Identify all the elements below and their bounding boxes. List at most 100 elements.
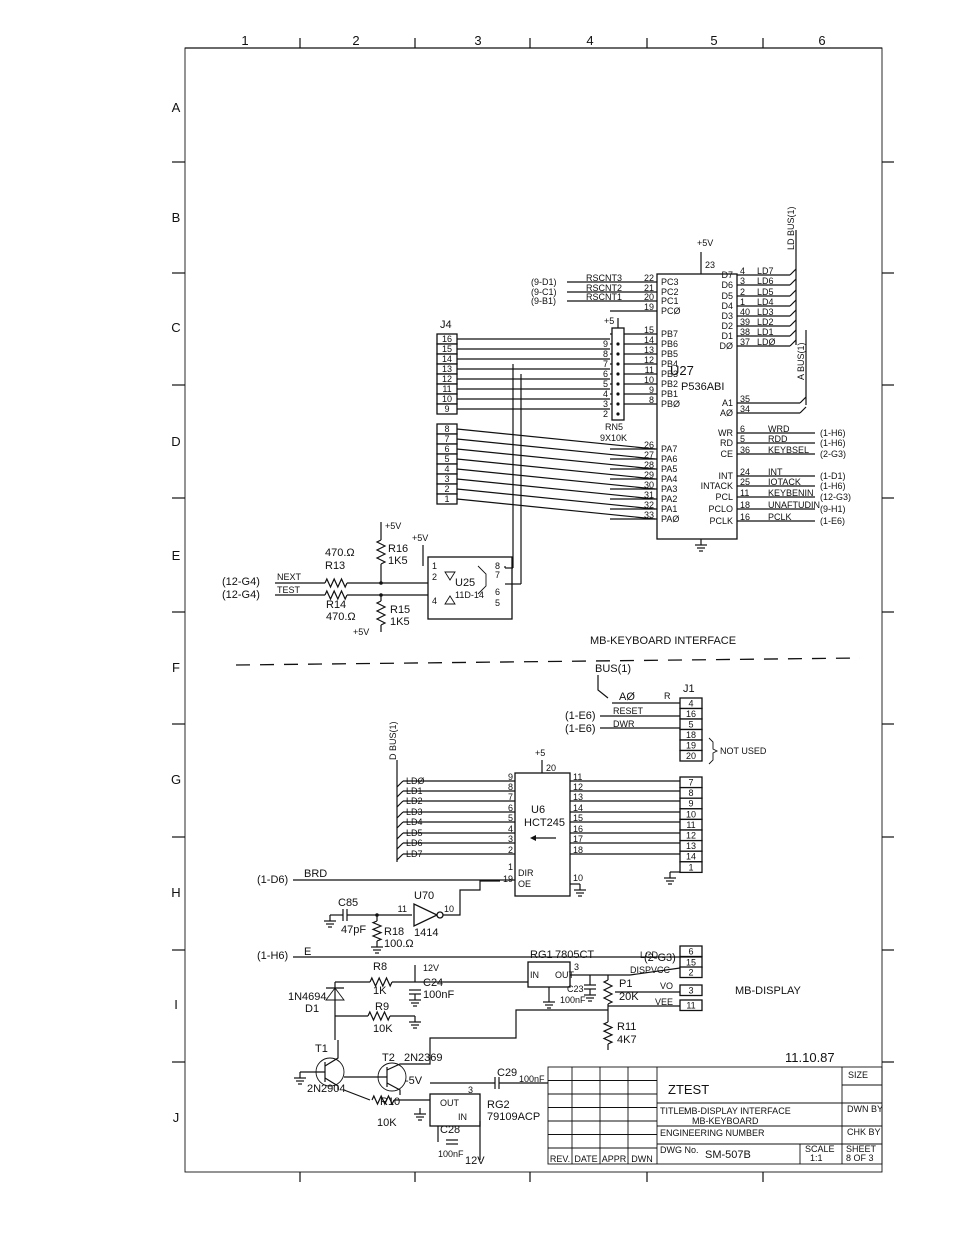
rg1-in-label: IN xyxy=(530,970,539,980)
u25-part: 11D-14 xyxy=(455,590,484,600)
j4-pin-number: 11 xyxy=(442,384,451,394)
row-marker-B: B xyxy=(172,210,181,225)
u27-pin-name: PA5 xyxy=(661,464,677,474)
r15-resistor xyxy=(375,600,387,626)
sheet-border xyxy=(184,47,883,1173)
e-signal-label: E xyxy=(304,946,311,958)
u27-pin-name: PC3 xyxy=(661,277,679,287)
c85-value: 47pF xyxy=(341,924,366,936)
j1-pin-number: 7 xyxy=(688,778,693,788)
row-marker-H: H xyxy=(171,885,180,900)
u27-pin-number: 15 xyxy=(644,325,654,335)
ld-signal-label: LDØ xyxy=(757,337,776,347)
bus-entry xyxy=(396,842,404,850)
a0-signal-label: AØ xyxy=(619,691,635,703)
p1-ref: P1 xyxy=(619,978,632,990)
rn5-ref: RN5 xyxy=(605,422,623,432)
u6-part: HCT245 xyxy=(524,817,565,829)
sheet-reference: (1-H6) xyxy=(257,950,288,962)
u27-pin-name: D4 xyxy=(721,301,733,311)
j4-pin-number: 6 xyxy=(444,444,449,454)
title-line-1: MB-DISPLAY INTERFACE xyxy=(684,1106,791,1116)
dwn-by-label: DWN BY xyxy=(847,1104,883,1114)
u27-pin-name: PCL xyxy=(715,492,733,502)
ld-signal-label: LD4 xyxy=(757,297,774,307)
u27-pin-name: PA2 xyxy=(661,494,677,504)
display-section-title: MB-DISPLAY xyxy=(735,985,801,997)
u6-pin-number: 10 xyxy=(573,873,583,883)
rn5-pin-number: 2 xyxy=(603,409,608,419)
rev-header: REV. xyxy=(550,1154,570,1164)
u25-pin-number: 5 xyxy=(495,598,500,608)
u70-bubble xyxy=(436,911,444,919)
c24-value: 100nF xyxy=(423,989,454,1001)
row-marker-I: I xyxy=(174,997,178,1012)
u27-pin-name: INTACK xyxy=(701,481,733,491)
u27-pin-name: WR xyxy=(718,428,733,438)
u27-pin-number: 32 xyxy=(644,500,654,510)
rn5-node xyxy=(616,392,620,396)
c85-ref: C85 xyxy=(338,897,358,909)
bus-entry xyxy=(789,339,797,347)
j1-pin-number: 6 xyxy=(688,947,693,957)
u27-pin-number: 16 xyxy=(740,512,750,522)
j1-pin-number: 5 xyxy=(688,720,693,730)
bus-entry xyxy=(789,299,797,307)
dispvcc-signal-label: DISPVCC xyxy=(630,965,671,975)
u70-out-wire xyxy=(443,880,500,916)
u27-pin-name: D2 xyxy=(721,321,733,331)
sheet-reference: (1-E6) xyxy=(565,723,596,735)
c24-ref: C24 xyxy=(423,977,443,989)
row-marker-A: A xyxy=(172,100,181,115)
sheet-reference: (9-D1) xyxy=(531,277,557,287)
u25-pin-number: 7 xyxy=(495,570,500,580)
u6-pin-number: 2 xyxy=(508,845,513,855)
sheet-reference: (1-D6) xyxy=(257,874,288,886)
r16-resistor xyxy=(375,539,387,565)
bus-entry xyxy=(789,329,797,337)
sheet-reference: (1-E6) xyxy=(820,516,845,526)
led-diode-icon xyxy=(444,595,456,605)
dwg-label: DWG No. xyxy=(660,1145,699,1155)
u27-pin-name: PA3 xyxy=(661,484,677,494)
u6-pin-number: 14 xyxy=(573,803,583,813)
u27-pin-name: PCLO xyxy=(708,504,733,514)
u70-pin-number: 10 xyxy=(444,904,454,914)
j4-pa-wire xyxy=(456,478,656,500)
t2-collector xyxy=(386,1009,608,1071)
u27-vcc-pin: 23 xyxy=(705,260,715,270)
u6-pin-number: 9 xyxy=(508,772,513,782)
j1-pin-number: 11 xyxy=(686,1001,695,1011)
size-label: SIZE xyxy=(848,1070,868,1080)
u70-inverter xyxy=(413,902,439,928)
c24-capacitor xyxy=(409,989,421,995)
sheet-reference: (1-H6) xyxy=(820,428,846,438)
u6-pin-number: 6 xyxy=(508,803,513,813)
j1-pin-cell xyxy=(679,749,703,762)
u27-pin-name: A1 xyxy=(722,398,733,408)
c85-capacitor xyxy=(342,909,348,921)
bus-line xyxy=(597,675,609,699)
t2-emitter xyxy=(386,1082,401,1095)
j1-e-pin-cell xyxy=(679,999,703,1012)
brd-signal-label: BRD xyxy=(304,868,327,880)
u6-pin-number: 8 xyxy=(508,782,513,792)
title-label: TITLE: xyxy=(660,1106,687,1116)
j1-pin-number: 18 xyxy=(686,730,696,740)
bus-entry xyxy=(396,790,404,798)
scale-value: 1:1 xyxy=(810,1153,823,1163)
neg5-label: -5V xyxy=(405,1075,423,1087)
j4-pa-wire xyxy=(456,448,656,470)
u27-pin-name: PCLK xyxy=(709,516,733,526)
c23-ground xyxy=(584,989,596,1002)
sheet-value: 8 OF 3 xyxy=(846,1153,874,1163)
u25-pin-number: 2 xyxy=(432,572,437,582)
u6-ref: U6 xyxy=(531,804,545,816)
u27-pin-number: 27 xyxy=(644,450,654,460)
bus-entry xyxy=(799,396,807,404)
u27-pin-number: 12 xyxy=(644,355,654,365)
u27-pin-number: 1 xyxy=(740,297,745,307)
j1-pin-number: 10 xyxy=(686,809,696,819)
r11-ref: R11 xyxy=(617,1021,636,1033)
